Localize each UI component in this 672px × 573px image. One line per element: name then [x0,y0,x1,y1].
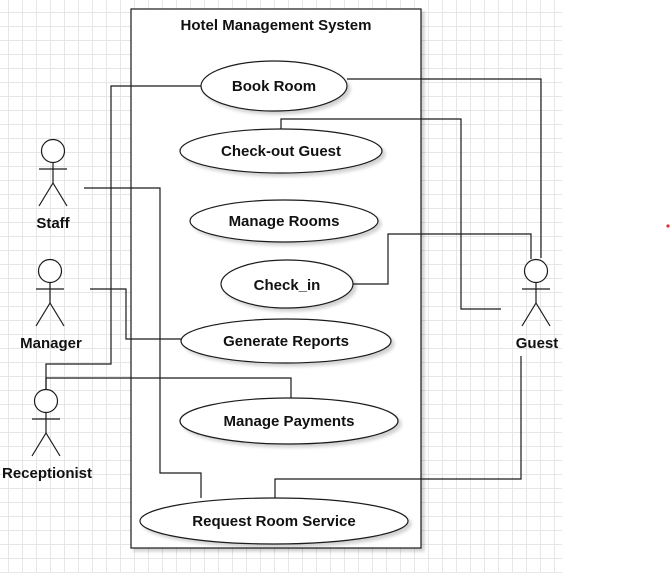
actor-label: Receptionist [2,465,92,482]
connector-guest-room-service[interactable] [274,356,522,498]
actor-head [40,138,66,164]
selection-dot [666,224,670,228]
connector-book-room-guest[interactable] [347,78,542,258]
use-case-book-room[interactable]: Book Room [200,60,348,112]
actor-head [33,388,59,414]
canvas-margin [562,0,672,573]
system-title: Hotel Management System [181,17,372,34]
connector-receptionist-payments[interactable] [45,377,292,398]
actor-label: Guest [516,335,559,352]
actor-label: Staff [36,215,70,232]
actor-guest[interactable]: Guest [516,258,559,353]
use-case-label: Manage Payments [224,413,355,430]
connector-checkout-guest[interactable] [280,118,501,310]
use-case-generate-reports[interactable]: Generate Reports [180,318,392,364]
connector-receptionist-book-room[interactable] [45,85,201,390]
use-case-label: Check-out Guest [221,143,341,160]
actor-head [37,258,63,284]
use-case-request-room-service[interactable]: Request Room Service [139,497,409,545]
use-case-label: Request Room Service [192,513,355,530]
actor-manager[interactable]: Manager [20,258,82,353]
use-case-manage-payments[interactable]: Manage Payments [179,397,399,445]
use-case-label: Book Room [232,78,316,95]
actor-head [523,258,549,284]
actor-receptionist[interactable]: Receptionist [2,388,92,483]
use-case-manage-rooms[interactable]: Manage Rooms [189,199,379,243]
connector-staff-room-service[interactable] [84,187,202,498]
use-case-label: Check_in [254,277,321,294]
connectors [45,78,542,498]
actor-label: Manager [20,335,82,352]
actor-staff[interactable]: Staff [36,138,71,233]
use-case-check-in[interactable]: Check_in [220,259,354,309]
connector-checkin-guest[interactable] [353,233,532,285]
use-case-label: Generate Reports [223,333,349,350]
use-case-label: Manage Rooms [229,213,340,230]
connector-manager-reports[interactable] [90,288,181,340]
use-case-check-out-guest[interactable]: Check-out Guest [179,128,383,174]
